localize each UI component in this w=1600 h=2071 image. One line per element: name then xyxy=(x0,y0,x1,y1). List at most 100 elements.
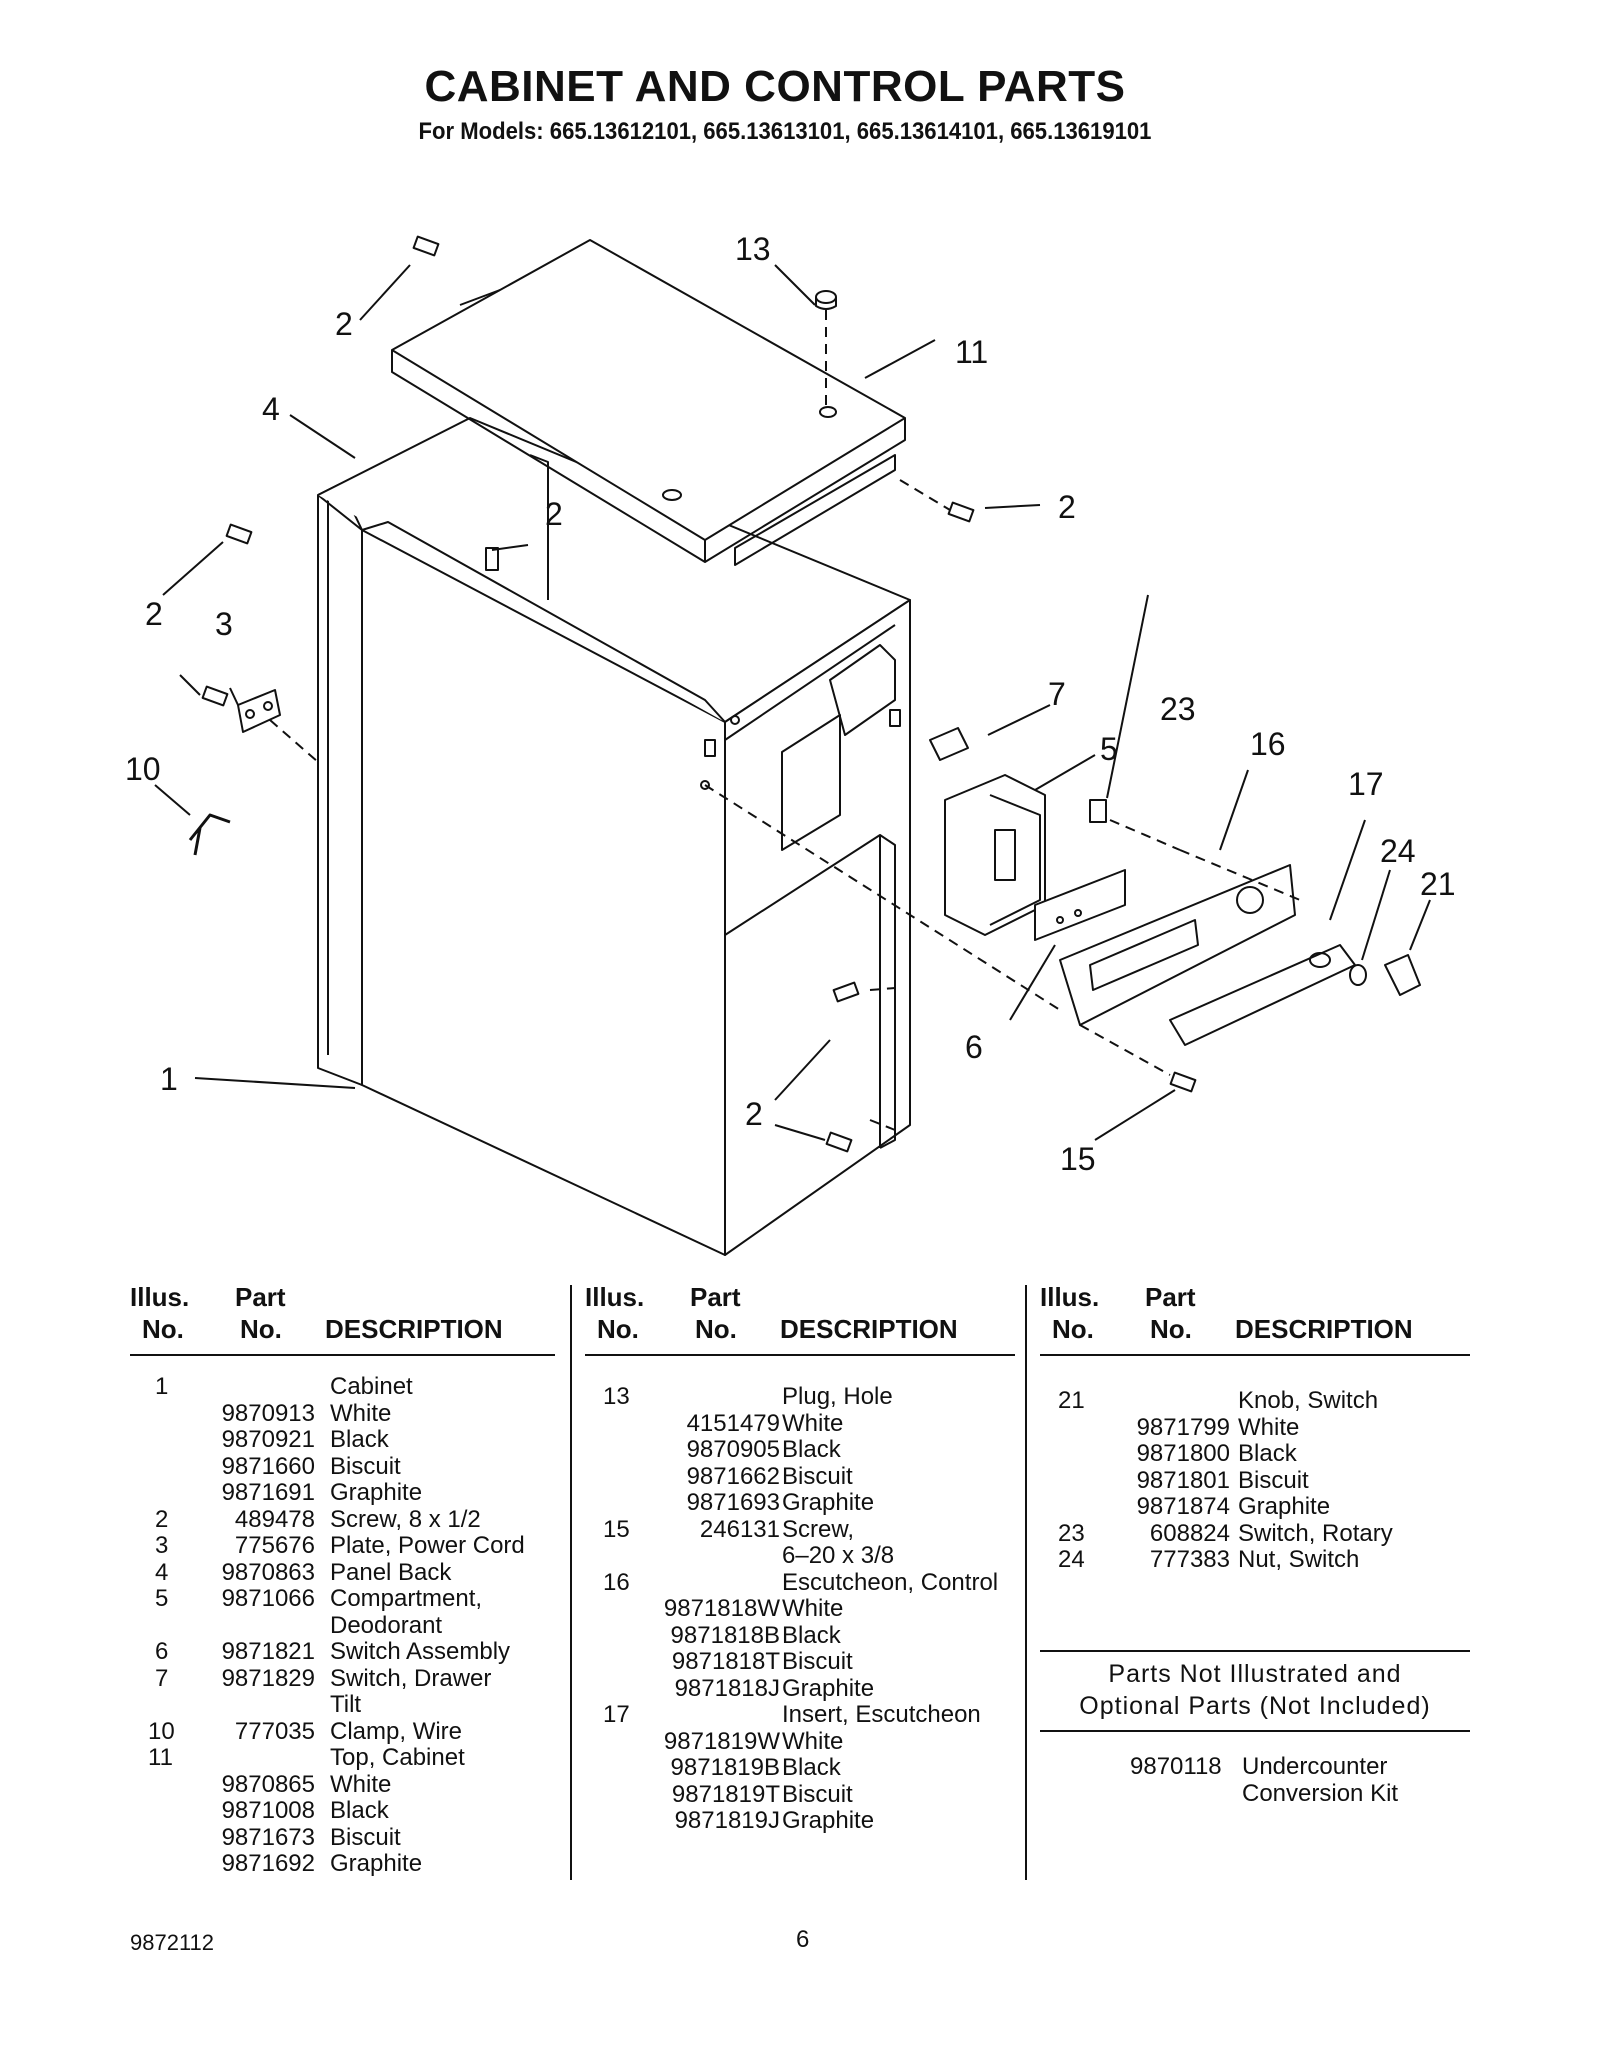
illus-number: 3 xyxy=(155,1532,169,1559)
illus-number: 10 xyxy=(148,1717,175,1745)
part-number: 9870863 xyxy=(221,1558,315,1586)
screws xyxy=(201,235,1197,1153)
document-number: 9872112 xyxy=(130,1930,215,1955)
part-description: Graphite xyxy=(782,1674,875,1702)
callout-labels: 13 11 2 4 2 2 2 3 10 7 23 5 16 17 24 21 … xyxy=(125,231,1456,1177)
callout-21: 21 xyxy=(1420,866,1456,902)
exploded-parts-diagram: 13 11 2 4 2 2 2 3 10 7 23 5 16 17 24 21 … xyxy=(125,231,1456,1256)
callout-2c: 2 xyxy=(545,496,563,532)
part-description: Black xyxy=(330,1426,389,1453)
illus-number: 2 xyxy=(155,1505,169,1533)
part-description: White xyxy=(782,1595,844,1622)
part-number: 9871819T xyxy=(671,1780,780,1808)
optional-part-number: 9870118 xyxy=(1130,1753,1222,1780)
page-title: CABINET AND CONTROL PARTS xyxy=(424,62,1126,111)
part-number: 9871673 xyxy=(221,1823,315,1851)
illus-number: 24 xyxy=(1058,1546,1085,1573)
part-description: Screw, 8 x 1/2 xyxy=(330,1505,481,1533)
control-escutcheon xyxy=(1059,864,1296,1026)
switch-knob xyxy=(1384,954,1421,996)
part-number: 9871818W xyxy=(663,1595,780,1622)
header-rule xyxy=(1040,1354,1470,1356)
part-number: 9871821 xyxy=(221,1638,315,1665)
column-divider xyxy=(570,1285,572,1880)
part-number: 9871818B xyxy=(670,1621,780,1649)
header-rule xyxy=(585,1354,1015,1356)
part-number: 777383 xyxy=(1149,1546,1230,1573)
part-description: White xyxy=(782,1409,844,1437)
part-number: 9871692 xyxy=(221,1850,315,1877)
cabinet-right-panel xyxy=(724,599,911,1256)
part-description: Graphite xyxy=(782,1489,875,1516)
header-rule xyxy=(130,1354,555,1356)
part-number: 608824 xyxy=(1149,1519,1230,1547)
part-number: 9871819J xyxy=(674,1807,780,1834)
callout-3: 3 xyxy=(215,606,233,642)
illus-number: 15 xyxy=(603,1515,630,1543)
callout-4: 4 xyxy=(262,391,280,427)
part-number: 9870905 xyxy=(686,1436,780,1463)
cabinet-left-panel xyxy=(317,494,363,1086)
header-illus: Illus. xyxy=(1040,1282,1100,1312)
table-row: 6–20 x 3/8 xyxy=(585,1542,1015,1570)
column-divider xyxy=(1025,1285,1027,1880)
part-description: White xyxy=(330,1399,392,1427)
power-cord-plate xyxy=(237,689,281,733)
part-number: 775676 xyxy=(234,1532,315,1559)
table-row: Deodorant xyxy=(130,1611,555,1640)
part-number: 4151479 xyxy=(686,1409,780,1437)
part-description: Biscuit xyxy=(782,1648,853,1675)
header-illus-no: No. xyxy=(142,1314,184,1344)
optional-heading-line2: Optional Parts (Not Included) xyxy=(1079,1692,1431,1720)
header-illus-no: No. xyxy=(597,1314,639,1344)
header-part: Part xyxy=(235,1282,286,1312)
callout-6: 6 xyxy=(965,1029,983,1065)
header-description: DESCRIPTION xyxy=(1235,1314,1413,1344)
part-number: 9871662 xyxy=(686,1462,780,1490)
part-description: Black xyxy=(782,1754,841,1781)
callout-10: 10 xyxy=(125,751,161,787)
part-description: Deodorant xyxy=(330,1611,443,1639)
illus-number: 16 xyxy=(603,1568,630,1596)
table-row: Tilt xyxy=(130,1691,555,1719)
callout-13: 13 xyxy=(735,231,771,267)
header-part-no: No. xyxy=(1150,1314,1192,1344)
optional-parts-heading: Parts Not Illustrated and Optional Parts… xyxy=(1040,1650,1470,1732)
part-description: Switch Assembly xyxy=(330,1638,511,1665)
part-number: 9871008 xyxy=(221,1797,315,1824)
optional-heading-line1: Parts Not Illustrated and xyxy=(1108,1660,1402,1688)
illus-number: 5 xyxy=(155,1585,169,1612)
callout-2b: 2 xyxy=(335,306,353,342)
part-description: Insert, Escutcheon xyxy=(782,1701,981,1728)
illus-number: 13 xyxy=(603,1383,630,1410)
illus-number: 1 xyxy=(155,1373,169,1400)
optional-parts-section: Parts Not Illustrated and Optional Parts… xyxy=(1040,1650,1470,1814)
callout-23: 23 xyxy=(1160,691,1196,727)
